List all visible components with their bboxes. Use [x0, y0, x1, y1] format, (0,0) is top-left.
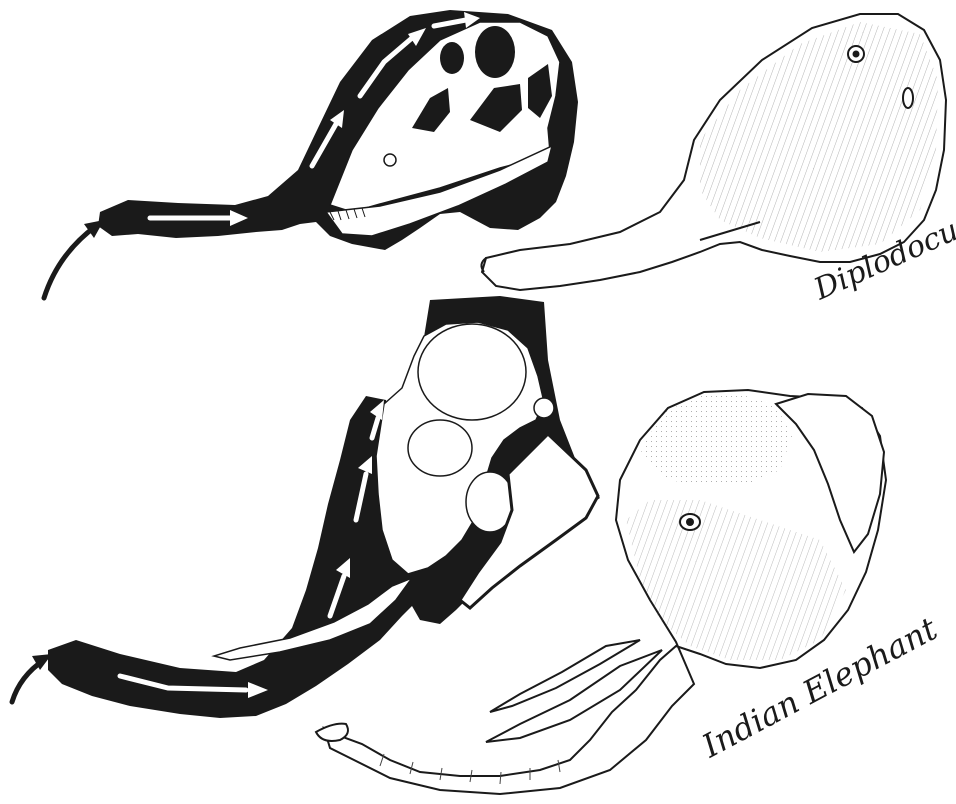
elephant-forehead-dome	[640, 394, 792, 486]
diplodocus-skin-texture	[700, 22, 938, 252]
elephant-ear-knob	[534, 398, 554, 418]
elephant-inflow-arrow	[12, 654, 52, 702]
elephant-skull-section	[48, 296, 600, 718]
diplodocus-orbit	[475, 26, 515, 78]
elephant-pupil	[686, 518, 694, 526]
arrow-icon	[44, 226, 96, 298]
diplodocus-nostril-spot	[384, 154, 396, 166]
elephant-cranium-lobe	[408, 420, 472, 476]
diplodocus-skull-section	[98, 10, 578, 250]
diplodocus-upper-fenestra	[440, 42, 464, 74]
diplodocus-ear-hole	[903, 88, 913, 108]
elephant-trunk-tip	[316, 724, 348, 741]
diplodocus-inflow-arrow	[44, 220, 104, 298]
diplodocus-pupil	[853, 51, 860, 58]
elephant-cranium-dome	[418, 324, 526, 420]
